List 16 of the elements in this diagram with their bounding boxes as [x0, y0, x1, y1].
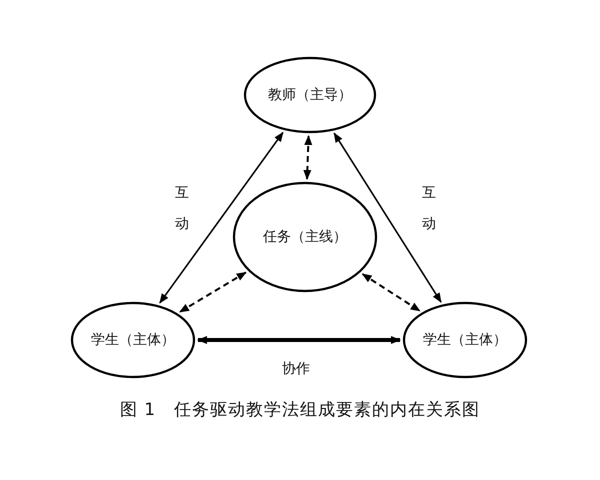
- node-label: 学生（主体）: [423, 331, 507, 349]
- dashed-arrow: [303, 135, 312, 180]
- ellipse-node: [71, 302, 195, 378]
- node-label: 学生（主体）: [91, 331, 175, 349]
- dashed-arrow: [179, 272, 247, 313]
- ellipse-node: [244, 57, 376, 133]
- ellipse-node: [403, 302, 527, 378]
- figure-caption: 图 1 任务驱动教学法组成要素的内在关系图: [118, 399, 482, 421]
- dashed-arrow: [362, 273, 421, 312]
- arrow: [334, 132, 442, 303]
- arrow: [159, 132, 284, 304]
- node-label: 任务（主线）: [263, 228, 347, 246]
- ellipse-node: [233, 182, 377, 292]
- node-label: 教师（主导）: [268, 86, 352, 104]
- edge-label: 协作: [282, 362, 310, 378]
- arrow: [197, 336, 401, 344]
